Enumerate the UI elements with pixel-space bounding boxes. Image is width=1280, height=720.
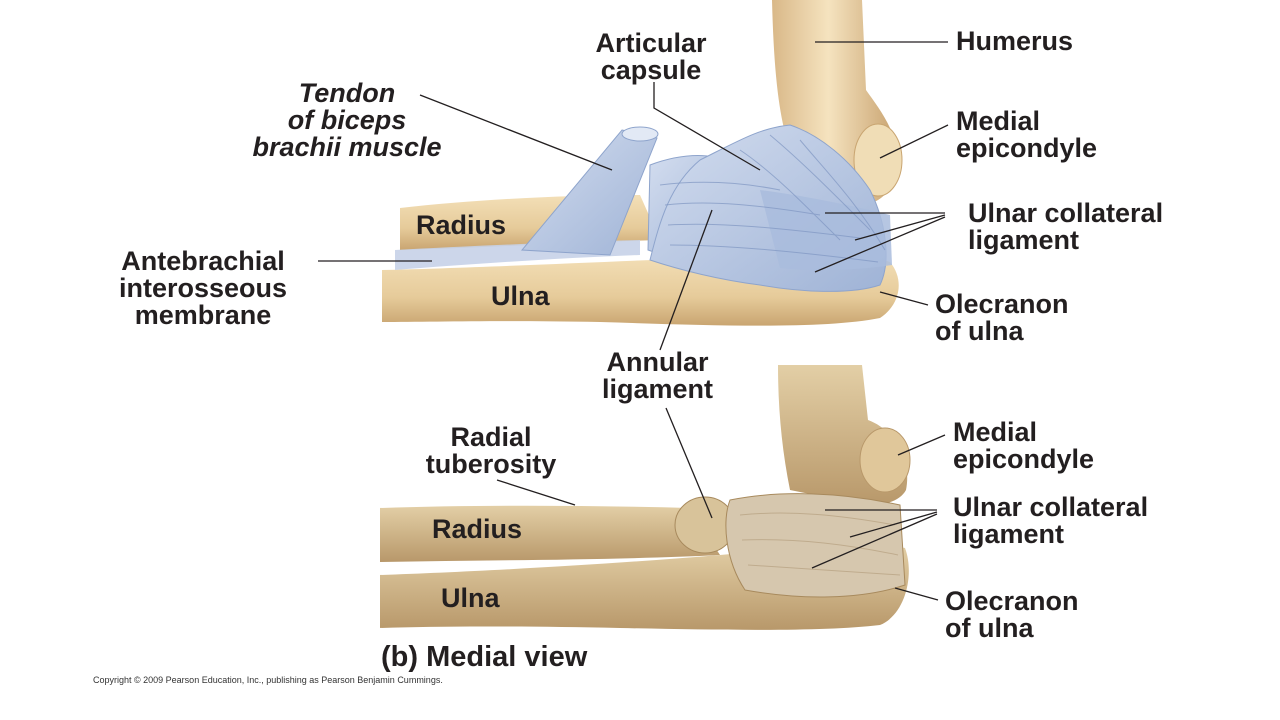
label-tendon-of-biceps: Tendon of biceps brachii muscle [252,78,442,162]
label-olecranon-top: Olecranon of ulna [935,289,1069,346]
label-radial-tuberosity: Radial tuberosity [425,422,557,479]
ulnar-collateral-ligament-top [760,190,892,271]
medial-epicondyle-bottom [859,427,911,493]
label-ulnar-collateral-top: Ulnar collateral ligament [968,198,1164,255]
bottom-illustration [380,365,911,630]
label-antebrachial-membrane: Antebrachial interosseous membrane [118,246,288,330]
figure-caption: (b) Medial view [381,641,588,673]
label-olecranon-bottom: Olecranon of ulna [945,586,1079,643]
label-annular-ligament: Annular ligament [601,347,714,404]
label-articular-capsule: Articular capsule [595,28,707,85]
radius-specimen [380,505,720,562]
label-ulnar-collateral-bottom: Ulnar collateral ligament [953,492,1149,549]
leader-lines [318,41,949,601]
label-ulna-top: Ulna [491,281,550,311]
label-medial-epicondyle-top: Medial epicondyle [956,106,1098,163]
label-radius-top: Radius [416,210,507,240]
label-medial-epicondyle-bottom: Medial epicondyle [953,417,1095,474]
ulnar-collateral-ligament-bottom [725,493,906,598]
copyright-notice: Copyright © 2009 Pearson Education, Inc.… [93,675,443,685]
label-humerus: Humerus [956,26,1074,56]
top-illustration [382,0,903,326]
label-ulna-bottom: Ulna [441,583,500,613]
label-radius-bottom: Radius [432,514,523,544]
medial-epicondyle-top [853,123,903,197]
